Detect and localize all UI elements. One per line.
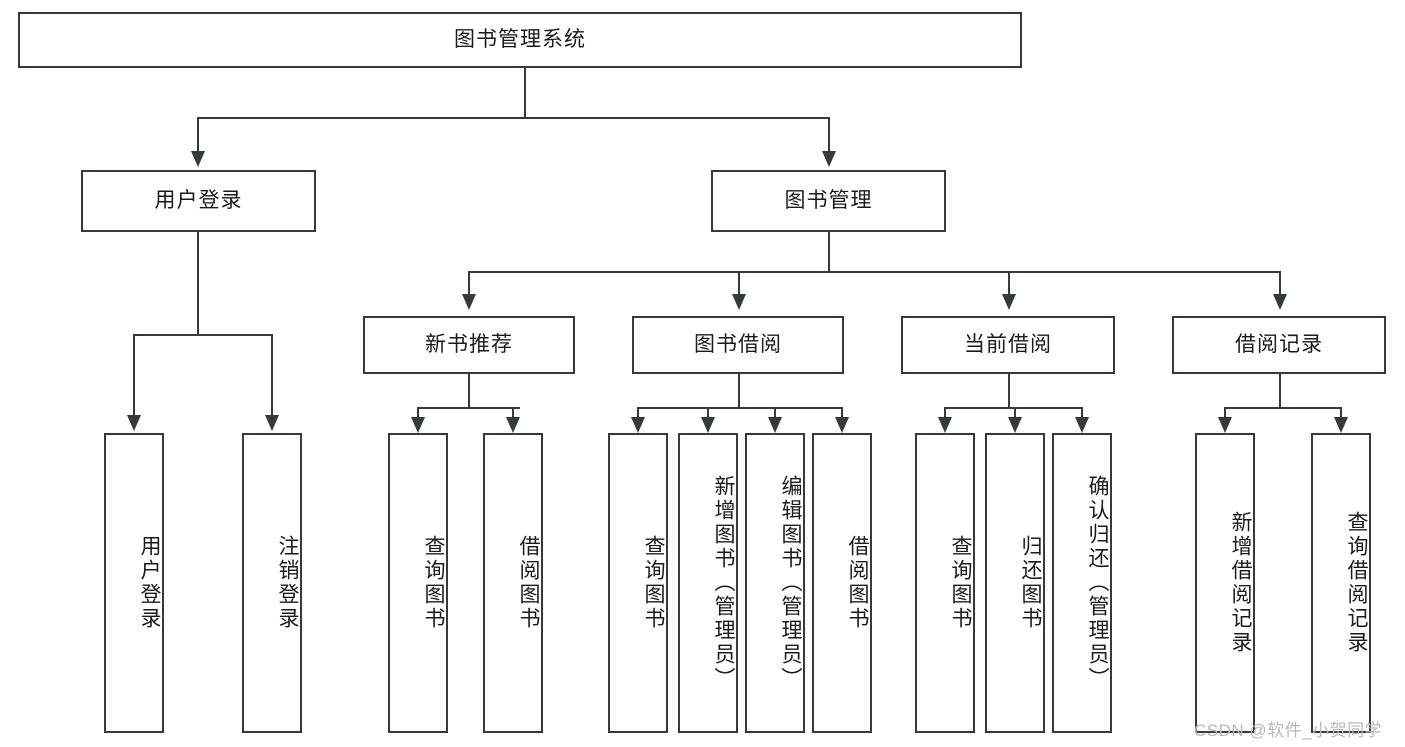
arrow-leaf-confirm-return (1075, 417, 1089, 433)
node-label: 查询借阅记录 (1345, 511, 1368, 655)
edge-borrow-record-drop-1 (1224, 407, 1226, 419)
edge-book-borrow-drop-2 (707, 407, 709, 419)
node-label: 查询图书 (422, 535, 445, 631)
arrow-to-new-book-rec (462, 294, 476, 310)
node-leaf-query-book-1[interactable]: 查询图书 (388, 433, 448, 733)
node-leaf-return-book[interactable]: 归还图书 (985, 433, 1045, 733)
node-new-book-rec[interactable]: 新书推荐 (363, 316, 575, 374)
edge-level3-bus (468, 271, 1281, 273)
node-leaf-query-book-3[interactable]: 查询图书 (915, 433, 975, 733)
node-leaf-user-login[interactable]: 用户登录 (104, 433, 164, 733)
node-book-borrow[interactable]: 图书借阅 (632, 316, 844, 374)
arrow-leaf-add-record (1218, 417, 1232, 433)
arrow-to-user-login (191, 151, 205, 167)
edge-user-login-bus (133, 334, 273, 336)
arrow-leaf-logout (265, 415, 279, 431)
edge-book-borrow-drop-1 (637, 407, 639, 419)
node-label: 查询图书 (642, 535, 665, 631)
edge-user-login-drop-2 (271, 334, 273, 417)
node-label: 借阅图书 (517, 535, 540, 631)
node-label: 当前借阅 (964, 333, 1052, 357)
edge-book-borrow-drop-3 (774, 407, 776, 419)
node-current-borrow[interactable]: 当前借阅 (901, 316, 1115, 374)
edge-book-borrow-bus (637, 407, 842, 409)
node-leaf-add-record[interactable]: 新增借阅记录 (1195, 433, 1255, 733)
node-label: 归还图书 (1019, 535, 1042, 631)
arrow-leaf-query-record (1334, 417, 1348, 433)
node-label: 查询图书 (949, 535, 972, 631)
node-label: 图书管理系统 (454, 28, 586, 52)
node-label: 新增借阅记录 (1229, 511, 1252, 655)
edge-book-manage-stem (828, 232, 830, 272)
node-book-manage[interactable]: 图书管理 (711, 170, 946, 232)
edge-current-borrow-drop-1 (944, 407, 946, 419)
arrow-leaf-add-book (701, 417, 715, 433)
arrow-to-book-manage (822, 151, 836, 167)
node-label: 确认归还（管理员） (1086, 475, 1109, 691)
arrow-to-book-borrow (732, 294, 746, 310)
edge-current-borrow-bus (944, 407, 1082, 409)
node-leaf-borrow-book-1[interactable]: 借阅图书 (483, 433, 543, 733)
node-leaf-borrow-book-2[interactable]: 借阅图书 (812, 433, 872, 733)
node-label: 用户登录 (138, 535, 161, 631)
arrow-leaf-borrow-book-1 (506, 417, 520, 433)
arrow-leaf-query-book-2 (631, 417, 645, 433)
edge-borrow-record-stem (1279, 374, 1281, 408)
node-label: 借阅记录 (1235, 333, 1323, 357)
node-leaf-query-book-2[interactable]: 查询图书 (608, 433, 668, 733)
node-label: 借阅图书 (846, 535, 869, 631)
edge-to-new-book-rec (468, 271, 470, 295)
edge-book-borrow-drop-4 (841, 407, 843, 419)
node-label: 注销登录 (276, 535, 299, 631)
node-leaf-logout[interactable]: 注销登录 (242, 433, 302, 733)
edge-current-borrow-drop-3 (1081, 407, 1083, 419)
edge-user-login-stem (197, 232, 199, 335)
node-root-system[interactable]: 图书管理系统 (18, 12, 1022, 68)
node-label: 图书借阅 (694, 333, 782, 357)
arrow-leaf-edit-book (768, 417, 782, 433)
edge-to-book-manage (828, 117, 830, 153)
arrow-leaf-query-book-3 (938, 417, 952, 433)
edge-new-book-rec-drop-1 (417, 407, 419, 419)
edge-new-book-rec-bus (417, 407, 520, 409)
node-label: 新书推荐 (425, 333, 513, 357)
edge-new-book-rec-drop-2 (512, 407, 514, 419)
edge-new-book-rec-stem (468, 374, 470, 408)
edge-user-login-drop-1 (133, 334, 135, 417)
node-label: 用户登录 (154, 189, 243, 213)
edge-book-borrow-stem (738, 374, 740, 408)
edge-to-user-login (197, 117, 199, 153)
arrow-to-current-borrow (1002, 294, 1016, 310)
node-leaf-query-record[interactable]: 查询借阅记录 (1311, 433, 1371, 733)
arrow-leaf-user-login (127, 415, 141, 431)
node-leaf-add-book[interactable]: 新增图书（管理员） (678, 433, 738, 733)
node-label: 图书管理 (784, 189, 873, 213)
edge-borrow-record-drop-2 (1340, 407, 1342, 419)
node-leaf-confirm-return[interactable]: 确认归还（管理员） (1052, 433, 1112, 733)
edge-level2-bus (197, 117, 829, 119)
edge-to-borrow-record (1279, 271, 1281, 295)
arrow-leaf-return-book (1008, 417, 1022, 433)
node-label: 新增图书（管理员） (712, 475, 735, 691)
edge-to-current-borrow (1008, 271, 1010, 295)
arrow-to-borrow-record (1273, 294, 1287, 310)
node-leaf-edit-book[interactable]: 编辑图书（管理员） (745, 433, 805, 733)
edge-root-stem (524, 68, 526, 118)
node-borrow-record[interactable]: 借阅记录 (1172, 316, 1386, 374)
node-label: 编辑图书（管理员） (779, 475, 802, 691)
edge-current-borrow-drop-2 (1014, 407, 1016, 419)
arrow-leaf-borrow-book-2 (835, 417, 849, 433)
edge-to-book-borrow (738, 271, 740, 295)
edge-current-borrow-stem (1008, 374, 1010, 408)
node-user-login[interactable]: 用户登录 (81, 170, 316, 232)
edge-borrow-record-bus (1224, 407, 1341, 409)
arrow-leaf-query-book-1 (411, 417, 425, 433)
